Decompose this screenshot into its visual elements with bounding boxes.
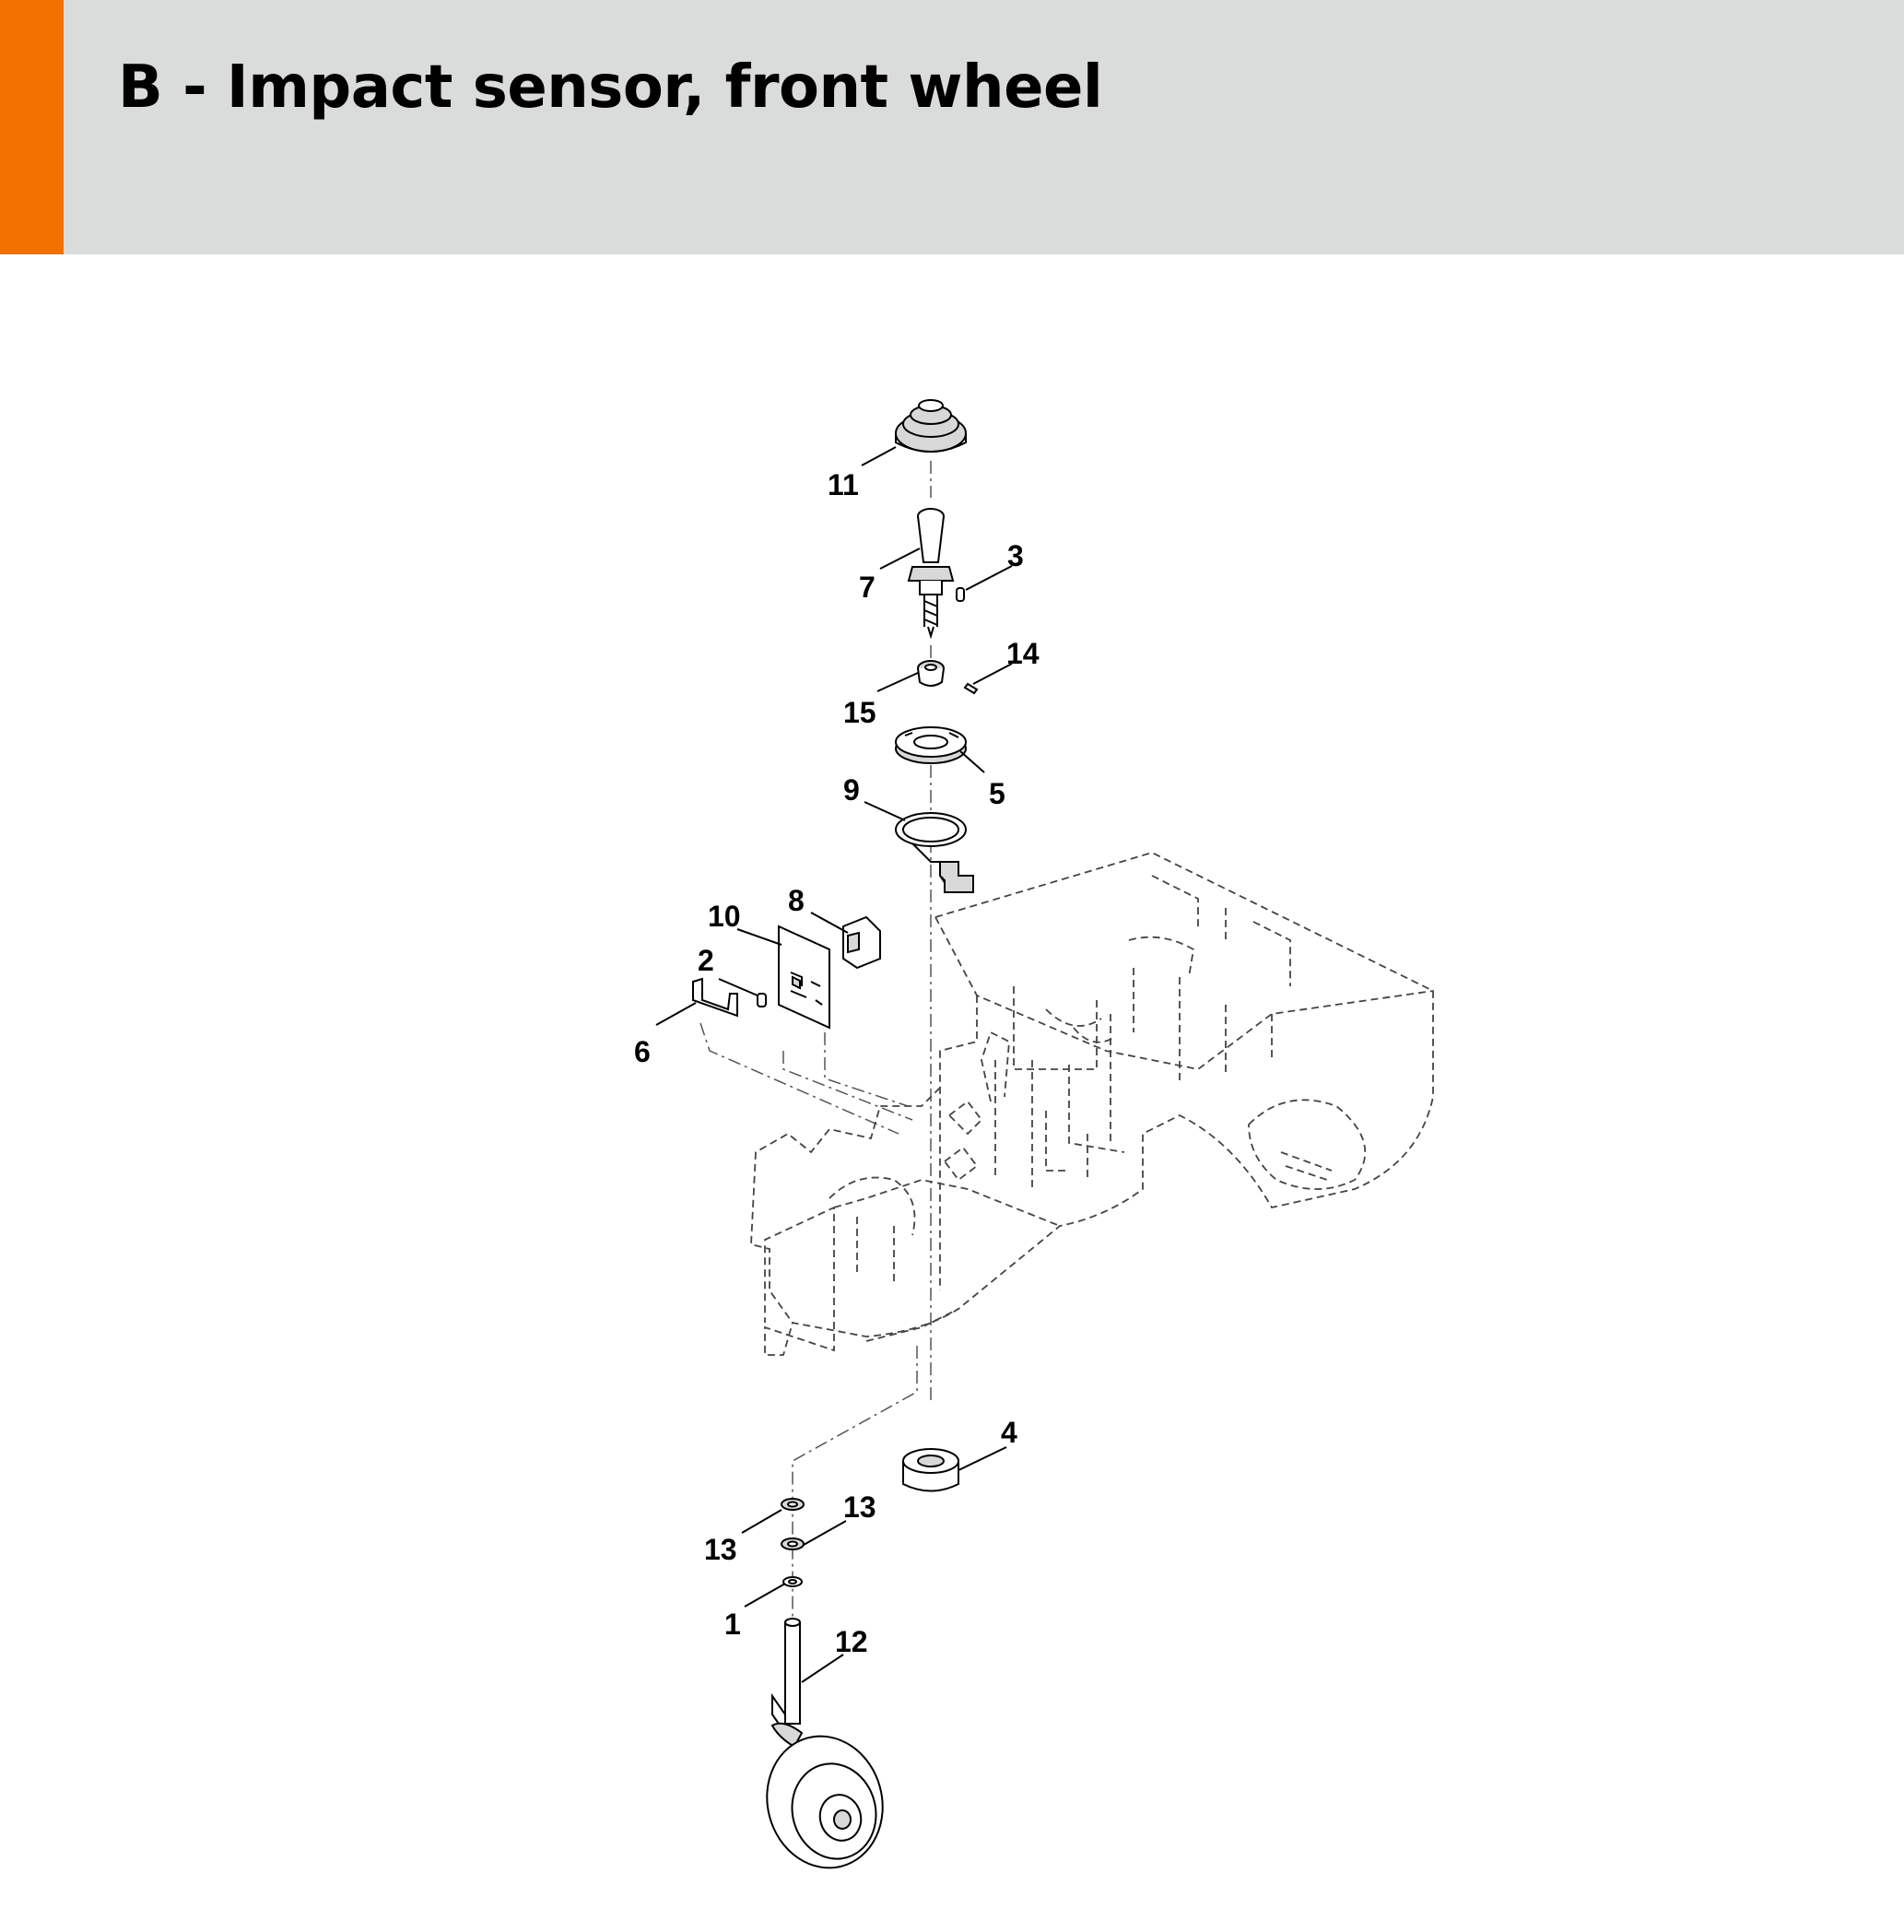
part-9-sensor-foil (895, 812, 974, 893)
wheel-axis (792, 1346, 918, 1622)
part-7-sensor-shaft (907, 508, 955, 640)
callout-11: 11 (828, 468, 859, 501)
pcb-axis (699, 1022, 913, 1135)
part-3-pin (956, 587, 965, 602)
callout-13-right: 13 (843, 1490, 876, 1524)
part-11-boot (895, 399, 967, 453)
part-8-connector (842, 915, 881, 970)
header-accent-bar (0, 0, 64, 254)
part-12-front-wheel (766, 1618, 884, 1869)
part-13-washer-upper (781, 1498, 805, 1511)
callout-3: 3 (1007, 539, 1024, 572)
callout-7: 7 (859, 571, 876, 604)
callout-4: 4 (1001, 1416, 1017, 1449)
part-6-clamp (692, 977, 738, 1018)
part-4-bearing (902, 1448, 959, 1492)
part-15-bushing (917, 660, 945, 687)
part-1-washer (782, 1576, 803, 1587)
callout-5: 5 (989, 777, 1005, 810)
page-header: B - Impact sensor, front wheel (0, 0, 1904, 254)
chassis-outline (750, 852, 1434, 1356)
callout-14: 14 (1006, 637, 1040, 670)
callout-9: 9 (843, 773, 860, 807)
part-13-washer-lower (781, 1537, 805, 1550)
leader-lines (655, 446, 1013, 1683)
part-10-pcb (778, 925, 830, 1030)
page-title: B - Impact sensor, front wheel (118, 53, 1103, 122)
part-14-pin (963, 682, 979, 695)
callout-13-left: 13 (704, 1533, 737, 1566)
part-2-magnet (757, 993, 767, 1007)
callout-6: 6 (634, 1035, 651, 1068)
callout-12: 12 (835, 1625, 868, 1658)
callout-10: 10 (708, 900, 741, 933)
part-5-holder-ring (895, 726, 967, 764)
callout-15: 15 (843, 696, 876, 729)
callout-1: 1 (724, 1608, 741, 1641)
callout-2: 2 (698, 944, 714, 977)
callout-8: 8 (788, 884, 805, 917)
